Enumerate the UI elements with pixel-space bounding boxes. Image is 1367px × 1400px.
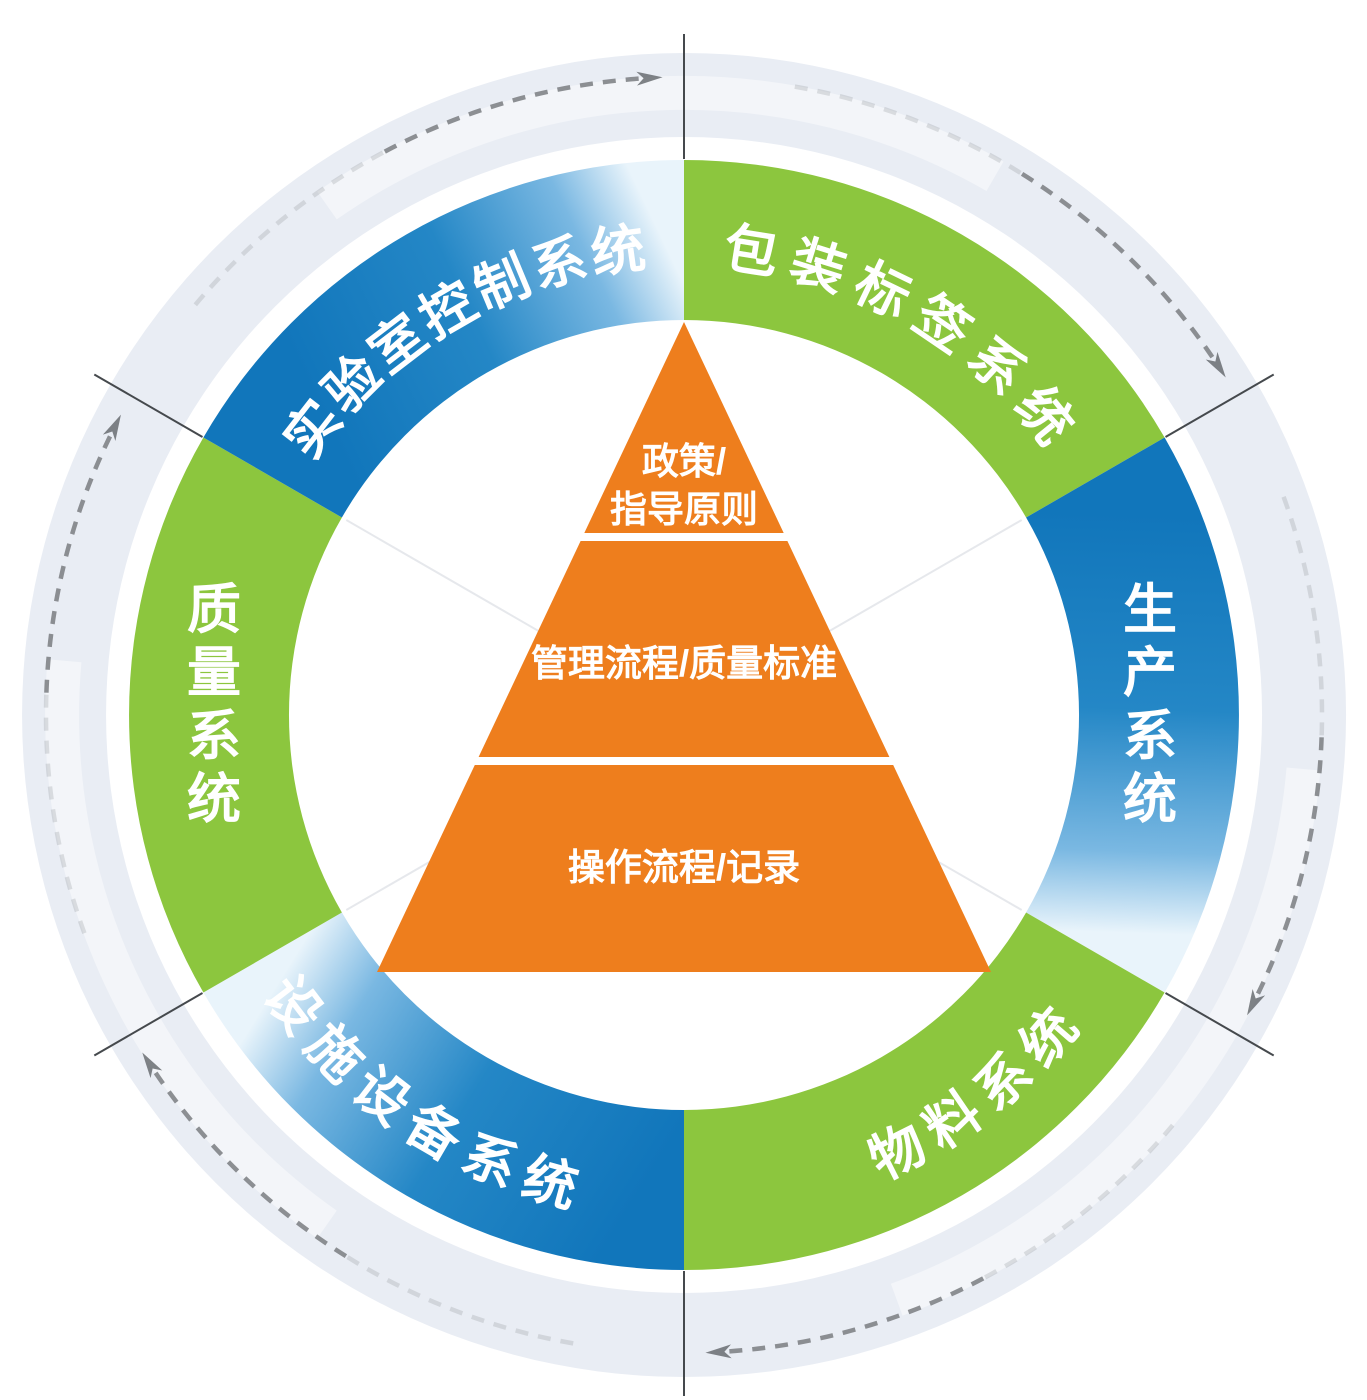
pyramid-label-operation: 操作流程/记录 <box>568 847 800 888</box>
pyramid-label-process: 管理流程/质量标准 <box>531 643 837 684</box>
pyramid-label-policy-line2: 指导原则 <box>610 489 758 530</box>
pyramid: 政策/ 指导原则 管理流程/质量标准 操作流程/记录 <box>377 322 991 972</box>
pyramid-label-policy-line1: 政策/ <box>642 441 726 482</box>
